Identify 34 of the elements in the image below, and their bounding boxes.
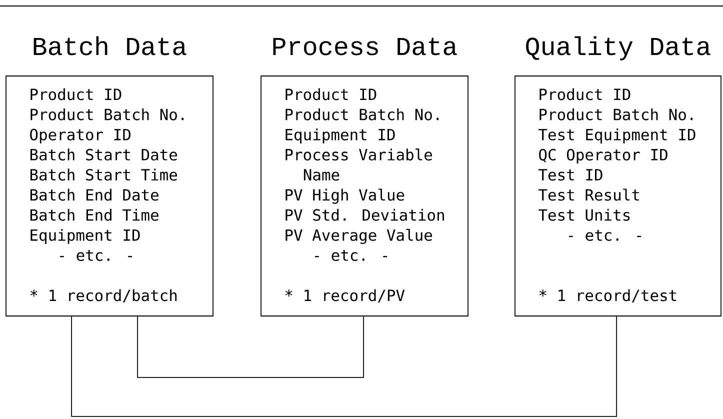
field-name: Product ID <box>286 88 376 100</box>
field-name: Operator ID <box>30 128 130 144</box>
field-name: Product Batch No. <box>286 108 439 120</box>
field-name: Product ID <box>30 88 122 100</box>
field-name: Process Variable <box>286 148 432 161</box>
box-heading: Process Data <box>273 38 457 56</box>
field-name: PV Average Value <box>286 228 432 244</box>
field-name: - etc. - <box>314 250 388 262</box>
box-heading: Quality Data <box>526 36 710 60</box>
connector-line <box>137 316 364 378</box>
field-name: PV Std. Deviation <box>286 208 444 221</box>
box-heading: Batch Data <box>34 36 186 56</box>
field-name: QC Operator ID <box>539 148 668 164</box>
connector-line <box>71 316 617 417</box>
field-name: Batch Start Time <box>30 168 178 181</box>
record-note: * 1 record/batch <box>30 289 177 302</box>
field-name: Product Batch No. <box>540 108 693 120</box>
field-name: - etc. - <box>60 250 132 262</box>
field-name: Test Equipment ID <box>538 128 696 144</box>
field-name: - etc. - <box>568 230 642 241</box>
record-note: * 1 record/test <box>539 289 676 302</box>
field-name: Batch End Date <box>30 188 158 201</box>
field-name: Equipment ID <box>30 228 140 244</box>
field-name: PV High Value <box>286 188 404 204</box>
record-note: * 1 record/PV <box>285 289 405 302</box>
field-name: Equipment ID <box>286 128 395 144</box>
field-name: Product ID <box>540 88 630 100</box>
field-name: Batch End Time <box>30 208 158 221</box>
field-name: Test ID <box>538 169 602 181</box>
field-name: Test Result <box>538 188 639 201</box>
field-name: Batch Start Date <box>30 148 178 161</box>
field-name: Name <box>304 169 340 181</box>
field-name: Product Batch No. <box>30 108 184 120</box>
field-name: Test Units <box>538 208 630 221</box>
